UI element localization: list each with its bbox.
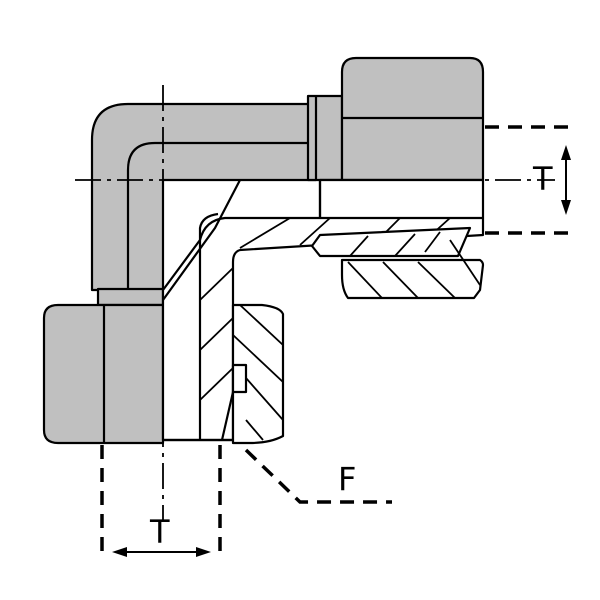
body-bore-line	[198, 212, 219, 440]
dim-arrow-horizontal	[112, 547, 211, 557]
dim-label-t-bottom: T	[149, 513, 170, 551]
cone-line	[220, 391, 235, 441]
bottom-nut-hatching	[232, 304, 284, 441]
dim-arrow-vertical	[561, 145, 571, 215]
cutting-ring	[310, 226, 472, 258]
thread-label-f: F	[338, 460, 356, 498]
dim-label-t-right: T	[532, 160, 553, 198]
thread-leader-line	[244, 448, 392, 504]
bottom-nut-section	[231, 303, 285, 445]
right-nut-section	[340, 258, 485, 300]
collar	[306, 94, 344, 182]
thread-relief	[231, 363, 248, 394]
right-nut-hatching	[347, 231, 481, 299]
tube-ring	[96, 287, 165, 307]
elbow-tube-inner-line	[126, 141, 316, 290]
break-line	[162, 179, 241, 301]
